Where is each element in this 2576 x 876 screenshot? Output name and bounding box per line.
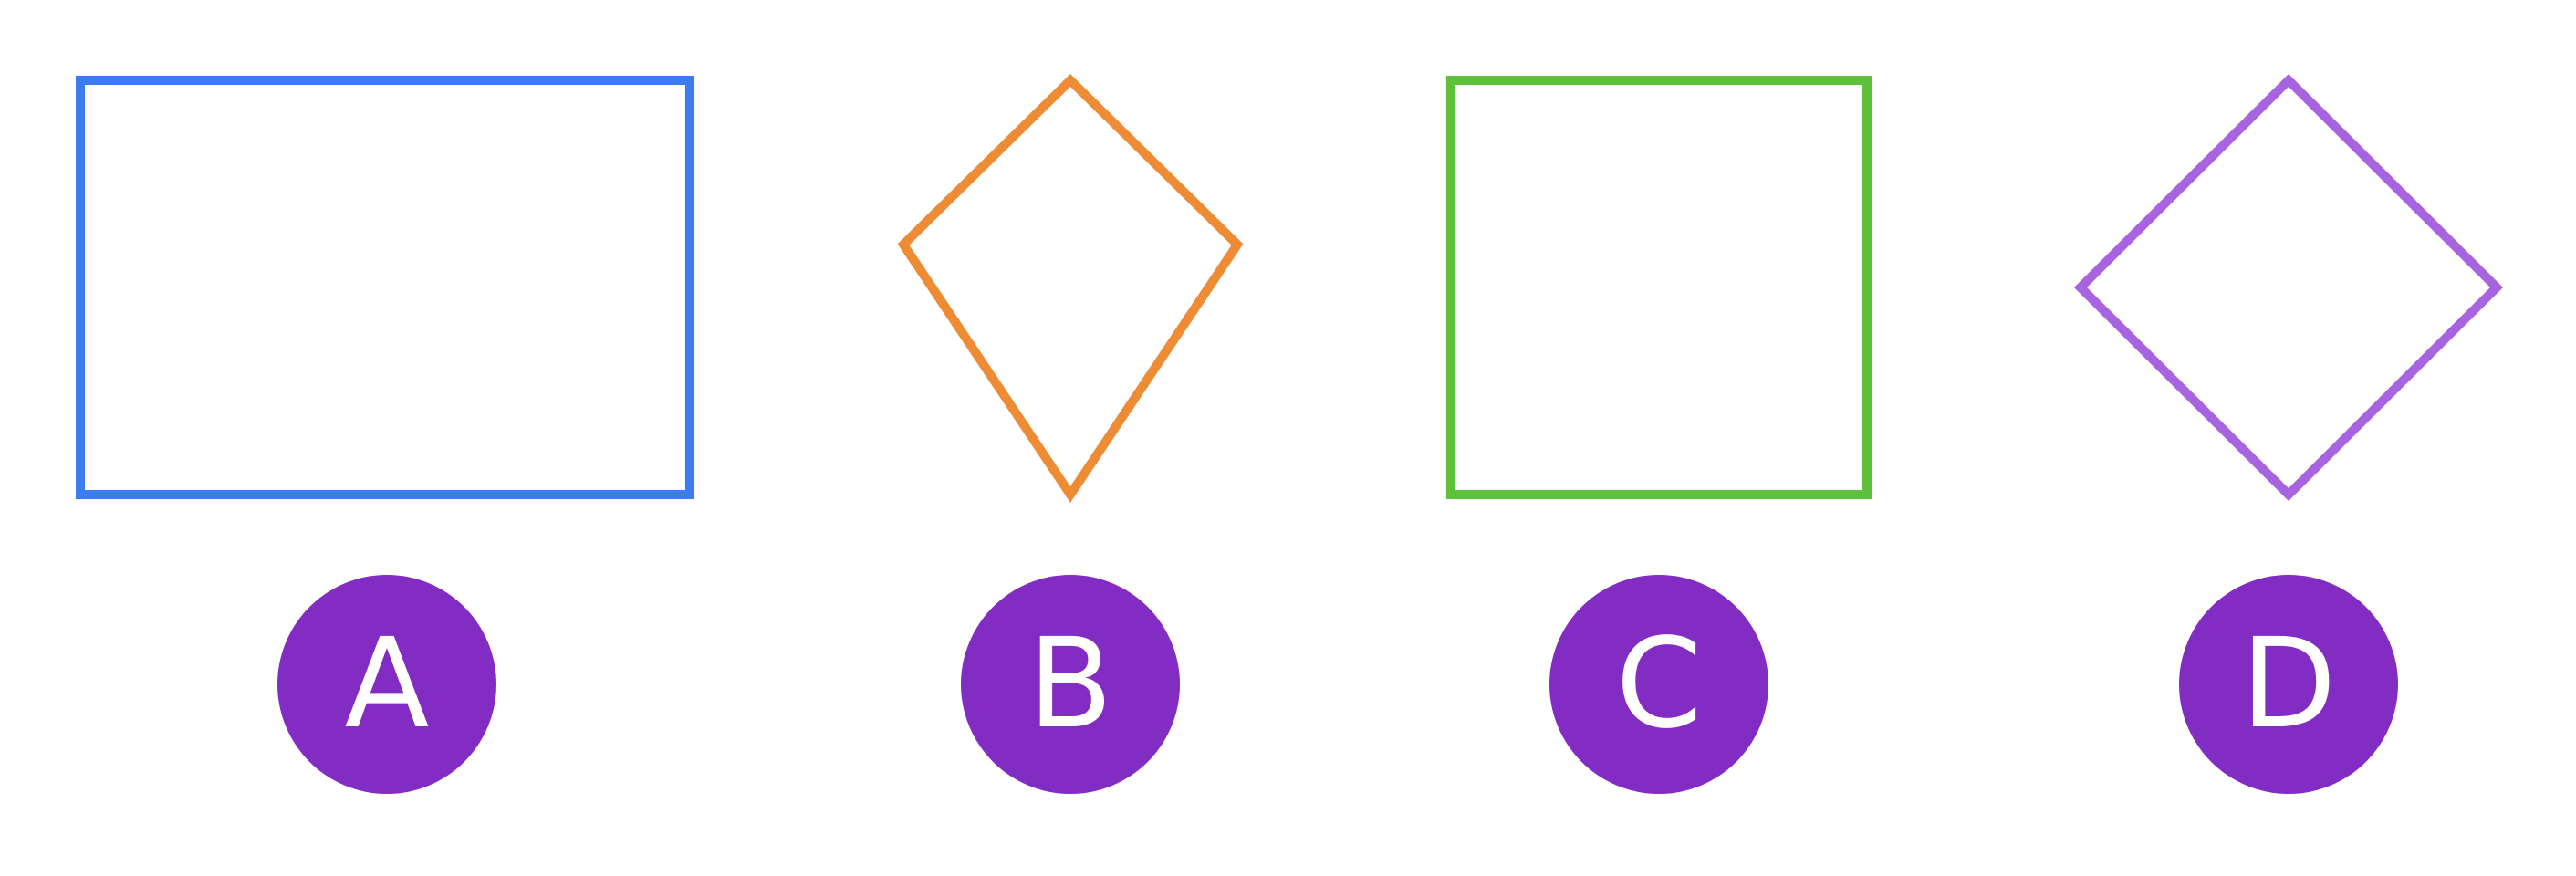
option-d-badge — [2179, 575, 2398, 794]
option-b-badge — [961, 575, 1180, 794]
option-d[interactable]: D — [2073, 73, 2504, 794]
option-a-label: A — [344, 612, 429, 756]
option-c[interactable]: C — [1446, 76, 1872, 794]
shape-d-rhombus — [2073, 73, 2504, 502]
option-b[interactable]: B — [897, 73, 1244, 794]
option-a[interactable]: A — [76, 76, 694, 794]
shape-a-rectangle — [76, 76, 694, 499]
option-a-badge — [277, 575, 496, 794]
option-d-label: D — [2241, 612, 2337, 756]
option-c-badge — [1549, 575, 1768, 794]
shape-c-square — [1446, 76, 1872, 499]
shape-b-kite — [897, 73, 1244, 504]
option-c-label: C — [1616, 612, 1703, 756]
option-b-label: B — [1027, 612, 1112, 756]
